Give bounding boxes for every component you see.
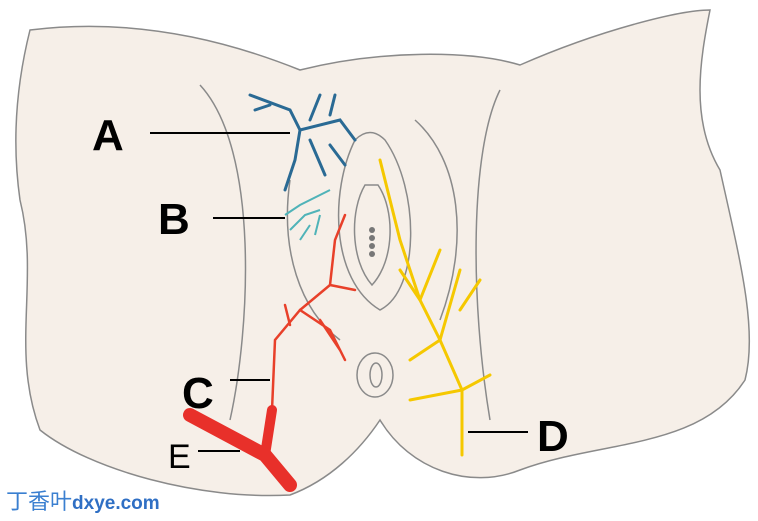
label-d: D <box>537 412 569 461</box>
nerve-b <box>284 189 331 241</box>
label-c: C <box>182 369 214 418</box>
vessel-e <box>183 405 297 492</box>
watermark-en: dxye.com <box>72 493 160 514</box>
nerve-d <box>378 158 492 457</box>
nerve-c <box>270 213 357 412</box>
nerve-a <box>248 93 357 192</box>
watermark-cn: 丁香叶 <box>6 489 73 514</box>
label-e: E <box>168 438 191 476</box>
watermark: 丁香叶dxye.com <box>6 484 160 516</box>
leader-lines <box>150 132 528 452</box>
label-a: A <box>92 111 124 160</box>
urethral-markings <box>369 227 375 257</box>
body-outline <box>15 9 751 497</box>
label-b: B <box>158 195 190 244</box>
